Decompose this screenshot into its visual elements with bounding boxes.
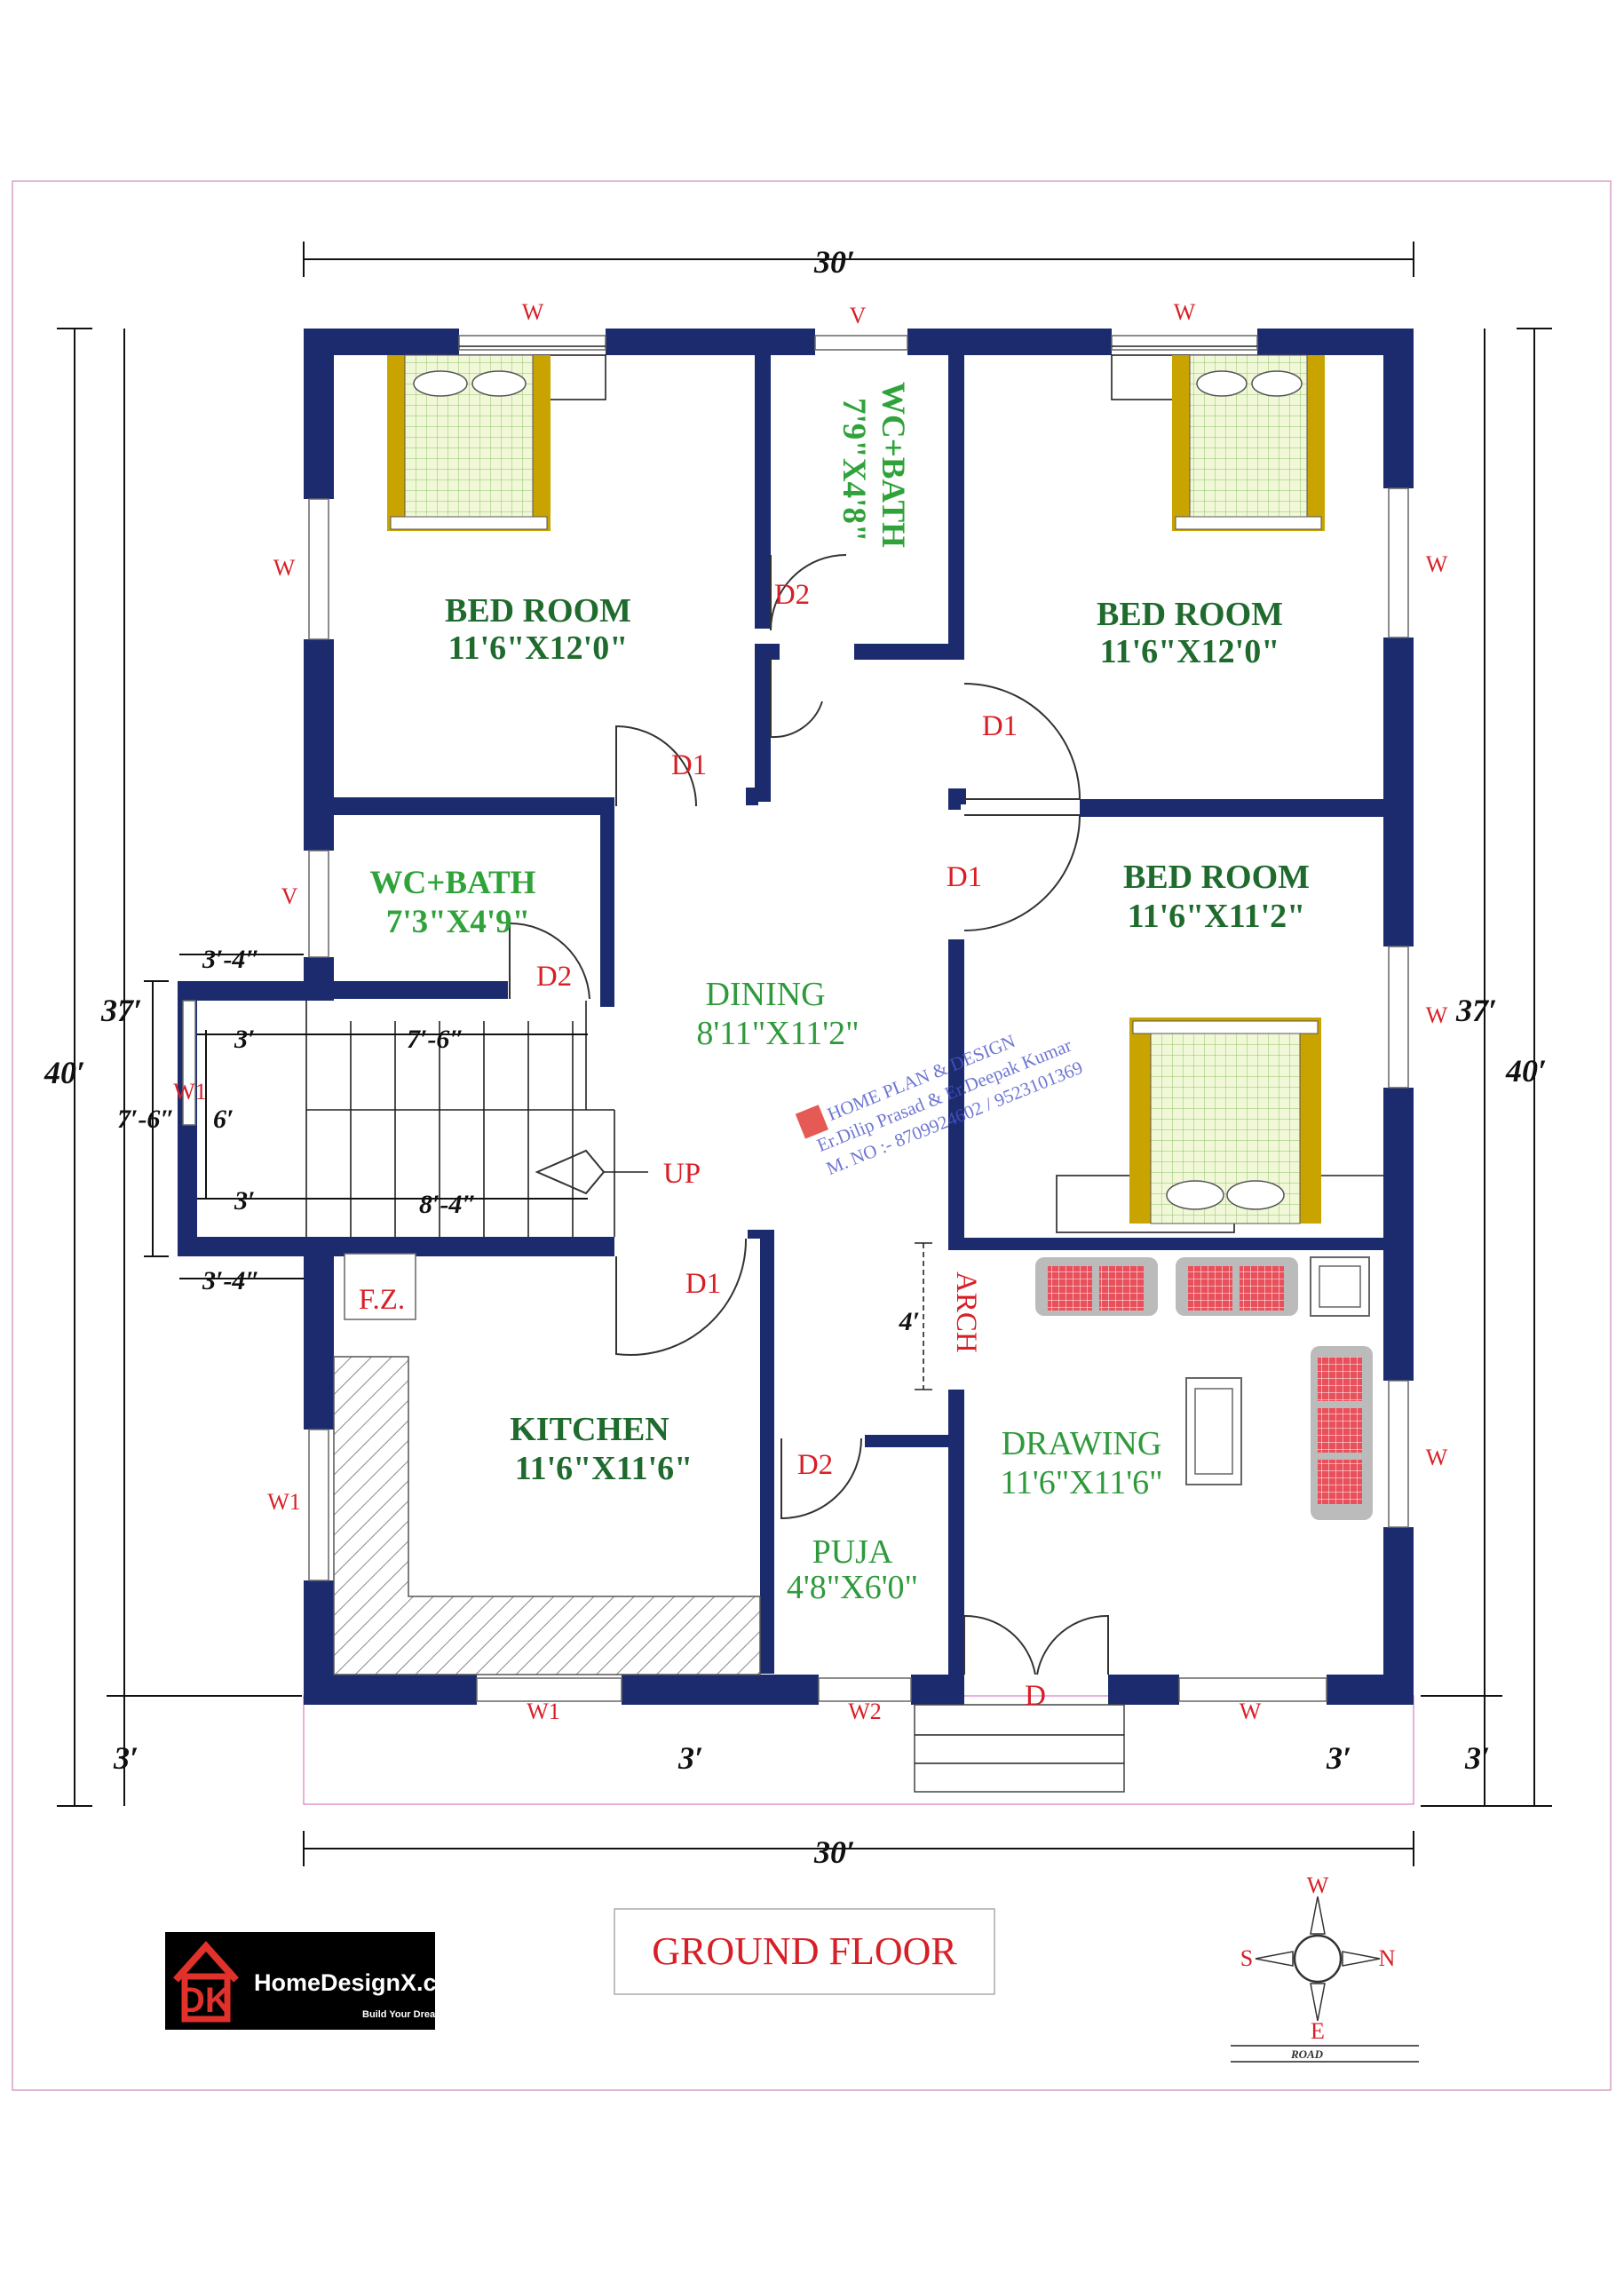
label-d1-bed2: D1	[982, 710, 1018, 742]
dim-stair-len-bottom: 8′-4″	[419, 1190, 477, 1219]
arch-marker	[915, 1242, 932, 1390]
dim-bottom: 30′	[813, 1834, 855, 1870]
room-drawing-name: DRAWING	[1002, 1425, 1162, 1462]
compass-north: N	[1379, 1945, 1396, 1971]
dim-top: 30′	[813, 244, 855, 280]
dim-arch: 4′	[899, 1307, 920, 1336]
label-w1-left-kitchen: W1	[267, 1489, 301, 1515]
label-w-right-mid: W	[1426, 1002, 1448, 1028]
label-d2-wc-top: D2	[774, 579, 810, 611]
compass-south: S	[1240, 1945, 1253, 1971]
label-d-main: D	[1025, 1680, 1046, 1712]
compass-road: ROAD	[1290, 2047, 1324, 2061]
compass-west: W	[1307, 1873, 1329, 1898]
room-kitchen-size: 11'6"X11'6"	[515, 1450, 693, 1487]
label-up: UP	[663, 1158, 701, 1190]
logo-letters: DK	[179, 1981, 231, 2020]
title-box	[614, 1908, 995, 1995]
bed-bedroom-1	[387, 354, 551, 531]
label-w1-bottom: W1	[527, 1699, 560, 1724]
dim-front-setback-left: 3′	[677, 1740, 703, 1776]
brand-logo	[165, 1932, 435, 2030]
label-fz: F.Z.	[359, 1284, 405, 1316]
room-kitchen-name: KITCHEN	[510, 1411, 669, 1448]
dim-stair-height-left: 7′-6″	[117, 1105, 175, 1134]
dim-left-total: 40′	[44, 1055, 85, 1090]
room-dining-name: DINING	[705, 976, 825, 1013]
logo-brand: HomeDesignX.com	[254, 1969, 472, 1996]
dim-left-inner: 37′	[100, 993, 142, 1028]
label-w-top-right: W	[1174, 299, 1196, 325]
label-w-top-left: W	[522, 299, 544, 325]
label-w-right-lower: W	[1426, 1445, 1448, 1470]
label-w2-bottom: W2	[848, 1699, 882, 1724]
room-bed3-name: BED ROOM	[1123, 859, 1310, 896]
dim-stair-3-top: 3′	[234, 1025, 255, 1054]
dim-right-setback: 3′	[1464, 1740, 1490, 1776]
dim-stair-3-bottom: 3′	[234, 1186, 255, 1216]
dim-right-inner: 37′	[1455, 993, 1497, 1028]
dim-stair-6: 6′	[213, 1105, 234, 1134]
page-title: GROUND FLOOR	[652, 1929, 957, 1973]
label-w1-left-stair: W1	[173, 1079, 207, 1105]
dim-front-setback-right: 3′	[1326, 1740, 1351, 1776]
entrance-steps	[914, 1704, 1125, 1793]
dim-left-setback: 3′	[113, 1740, 139, 1776]
dimension-lines	[57, 242, 1552, 1866]
room-bed2-size: 11'6"X12'0"	[1100, 633, 1280, 670]
room-bed3-size: 11'6"X11'2"	[1128, 898, 1306, 935]
label-d2-puja: D2	[797, 1449, 833, 1481]
page-border	[12, 180, 1612, 2091]
label-w-bottom-right: W	[1240, 1699, 1262, 1724]
compass-east: E	[1311, 2018, 1325, 2044]
compass	[1231, 1896, 1419, 2063]
room-puja-name: PUJA	[812, 1533, 893, 1571]
window-ventilator-top	[814, 335, 908, 351]
dim-stair-width-bottom: 3′-4″	[202, 1266, 260, 1295]
room-wc-top-name: WC+BATH	[875, 382, 911, 548]
fridge-box	[344, 1253, 416, 1320]
logo-tagline: Build Your Dream	[362, 2009, 444, 2020]
label-d1-bed1: D1	[671, 749, 707, 781]
sofa-set	[1035, 1256, 1373, 1520]
label-d1-bed3: D1	[947, 861, 982, 893]
bed-bedroom-3	[1129, 1018, 1321, 1224]
label-w-right-upper: W	[1426, 551, 1448, 577]
dim-right-total: 40′	[1505, 1053, 1547, 1089]
room-bed1-size: 11'6"X12'0"	[448, 630, 629, 667]
room-wc-left-name: WC+BATH	[370, 865, 536, 901]
dim-stair-width-top: 3′-4″	[202, 945, 260, 974]
staircase	[197, 1001, 648, 1237]
room-dining-size: 8'11"X11'2"	[696, 1015, 859, 1052]
dim-stair-depth: 7′-6″	[407, 1025, 464, 1054]
label-arch: ARCH	[950, 1271, 982, 1353]
label-d1-kitchen: D1	[685, 1268, 721, 1300]
walls	[178, 329, 1414, 1705]
room-puja-size: 4'8"X6'0"	[787, 1569, 918, 1606]
label-v-top: V	[850, 303, 867, 329]
room-wc-top-size: 7'9"X4'8"	[836, 398, 872, 542]
label-v-left: V	[281, 883, 298, 909]
label-d2-wc-left: D2	[536, 961, 572, 993]
bed-bedroom-2	[1172, 354, 1325, 531]
label-w-left-upper: W	[273, 555, 296, 581]
room-wc-left-size: 7'3"X4'9"	[386, 904, 530, 940]
door-swings	[509, 554, 1109, 1675]
room-bed2-name: BED ROOM	[1097, 596, 1283, 633]
room-bed1-name: BED ROOM	[445, 592, 631, 630]
room-drawing-size: 11'6"X11'6"	[1000, 1464, 1162, 1501]
kitchen-platform	[333, 1253, 761, 1675]
